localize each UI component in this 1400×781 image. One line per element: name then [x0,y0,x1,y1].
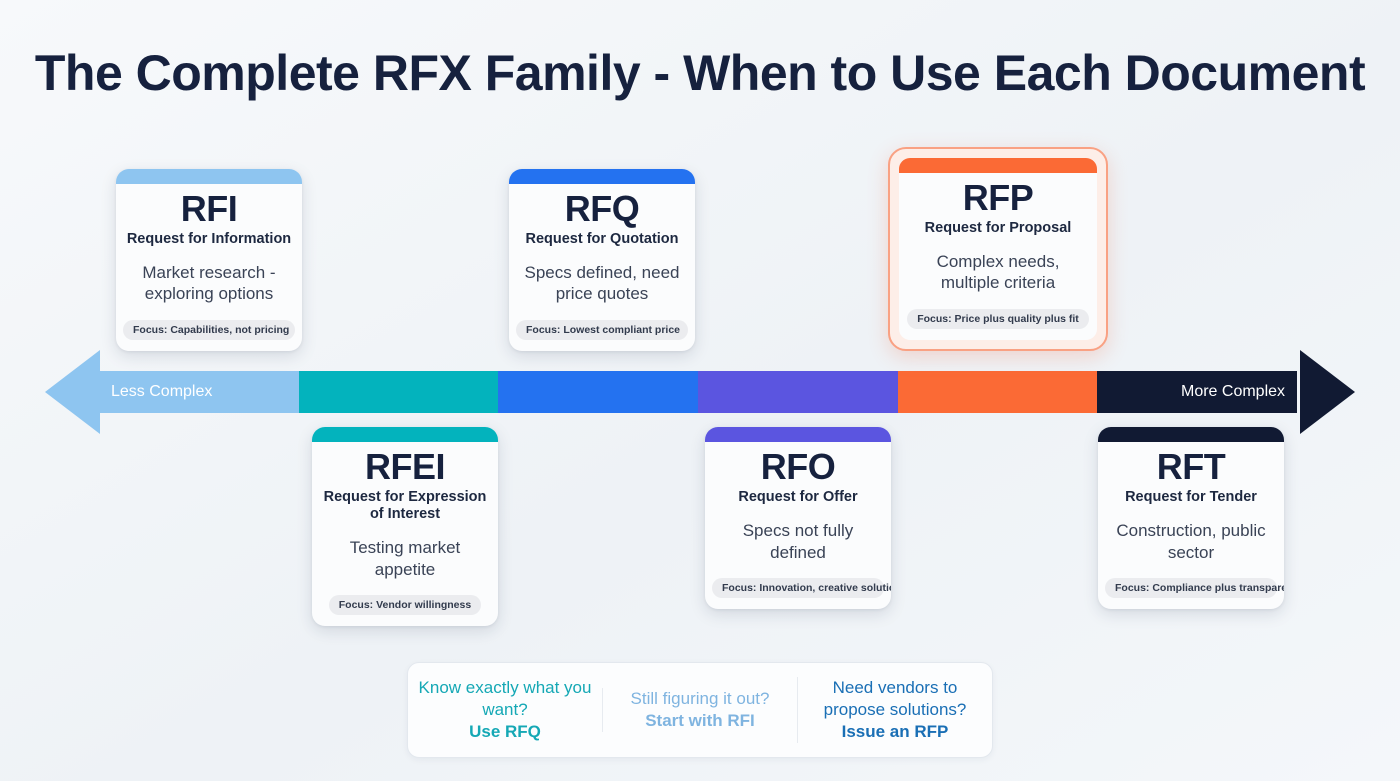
timeline-segment-rfp [897,371,1098,413]
less-complex-arrowhead-icon [45,350,100,434]
guide-action: Start with RFI [645,711,755,730]
card-focus-badge: Focus: Price plus quality plus fit [907,309,1089,329]
card-full-name: Request for Tender [1125,488,1257,505]
card-focus-badge: Focus: Vendor willingness [328,595,482,616]
card-full-name: Request for Quotation [525,230,679,247]
card-rfi[interactable]: RFI Request for Information Market resea… [116,168,302,351]
card-code: RFQ [564,187,640,229]
card-description: Market research - exploring options [142,262,276,304]
card-focus-badge: Focus: Compliance plus transparency [1105,578,1284,599]
card-rft[interactable]: RFT Request for Tender Construction, pub… [1098,427,1284,610]
card-focus-badge: Focus: Capabilities, not pricing [123,320,295,340]
guide-question: Need vendors to propose solutions? [823,678,967,720]
card-accent-rfp [899,157,1097,173]
card-code: RFP [962,176,1034,218]
timeline-segment-rft: More Complex [1097,371,1298,413]
page-title: The Complete RFX Family - When to Use Ea… [34,45,1366,101]
card-description: Specs defined, need price quotes [524,262,680,304]
complexity-timeline: Less Complex More Complex [99,371,1298,413]
card-description: Testing market appetite [349,537,461,579]
card-rfp[interactable]: RFP Request for Proposal Complex needs, … [888,146,1108,351]
card-full-name: Request for Offer [738,488,858,505]
card-accent-rfq [509,168,695,184]
decision-guide-panel: Know exactly what you want? Use RFQ Stil… [407,662,993,758]
guide-question: Know exactly what you want? [418,678,592,720]
card-full-name: Request for Expression of Interest [323,488,487,522]
card-full-name: Request for Proposal [924,219,1072,236]
card-accent-rfi [116,168,302,184]
card-focus-badge: Focus: Innovation, creative solutions [712,578,891,599]
card-focus-badge: Focus: Lowest compliant price [516,320,688,340]
card-rfq[interactable]: RFQ Request for Quotation Specs defined,… [509,168,695,351]
more-complex-label: More Complex [1181,383,1286,400]
timeline-segment-rfq [498,371,699,413]
card-code: RFEI [364,446,446,487]
card-code: RFI [180,187,238,229]
card-description: Construction, public sector [1116,520,1266,562]
guide-action: Use RFQ [469,721,541,741]
guide-column-rfi[interactable]: Still figuring it out? Start with RFI [602,688,797,732]
guide-question: Still figuring it out? [630,689,770,709]
card-code: RFO [760,446,836,487]
card-rfei[interactable]: RFEI Request for Expression of Interest … [312,427,498,627]
timeline-segment-rfo [698,371,898,413]
card-accent-rfei [312,427,498,442]
less-complex-label: Less Complex [111,383,213,400]
card-description: Specs not fully defined [742,520,854,562]
guide-column-rfq[interactable]: Know exactly what you want? Use RFQ [408,677,602,742]
card-code: RFT [1156,446,1226,487]
card-accent-rft [1098,427,1284,442]
card-description: Complex needs, multiple criteria [936,251,1060,293]
guide-column-rfp[interactable]: Need vendors to propose solutions? Issue… [797,677,992,743]
card-full-name: Request for Information [126,230,292,247]
card-accent-rfo [705,427,891,442]
timeline-segment-rfei [298,371,499,413]
timeline-segment-rfi: Less Complex [99,371,299,413]
guide-action: Issue an RFP [841,721,949,741]
card-rfo[interactable]: RFO Request for Offer Specs not fully de… [705,427,891,610]
more-complex-arrowhead-icon [1300,350,1355,434]
